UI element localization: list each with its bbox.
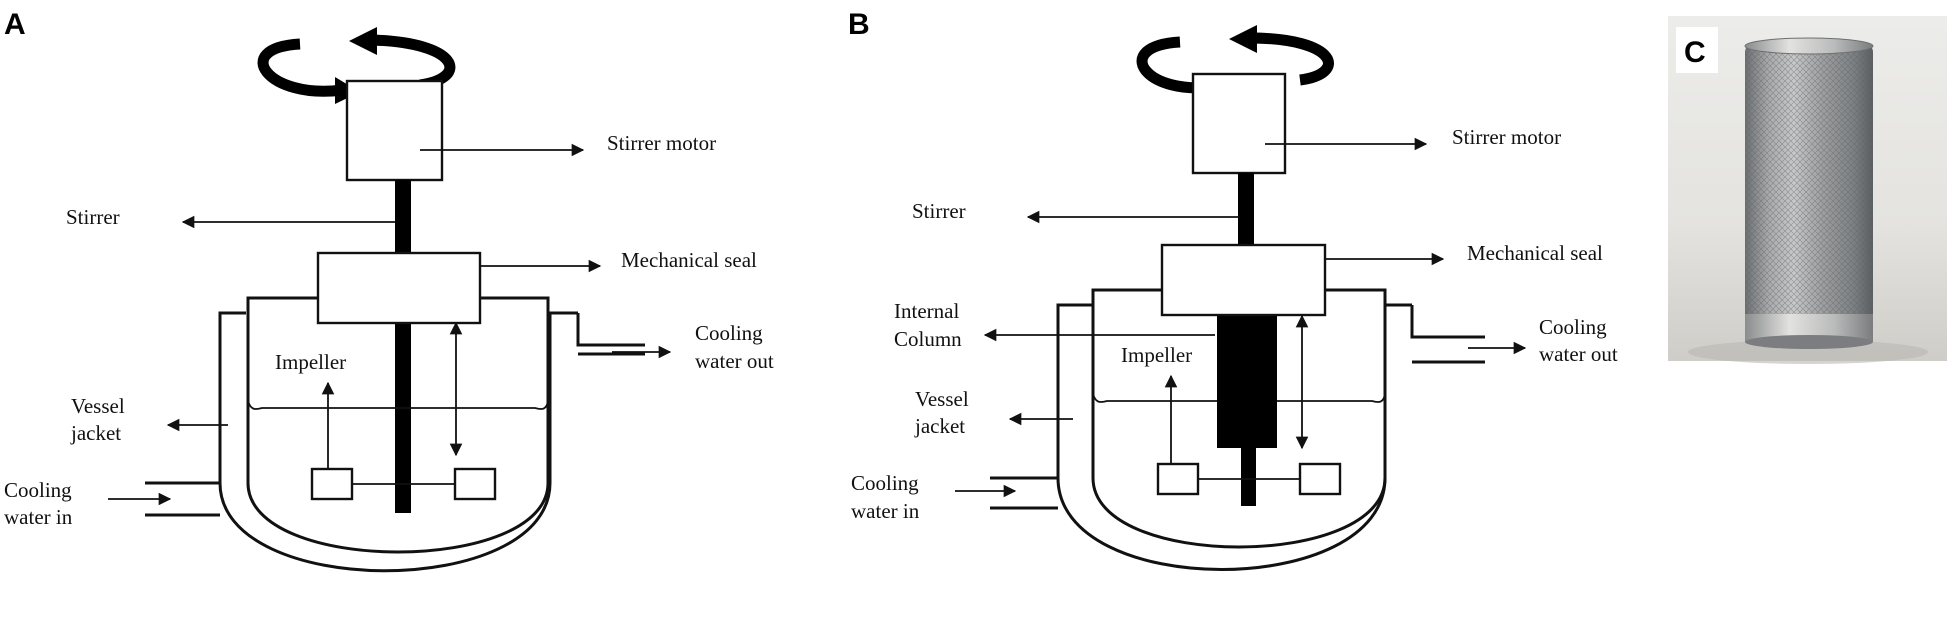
label-stirrer-motor: Stirrer motor (607, 131, 716, 155)
internal-column (1217, 300, 1277, 448)
cooling-out-pipe (1410, 305, 1485, 364)
label-stirrer-motor: Stirrer motor (1452, 125, 1561, 149)
liquid-level (247, 399, 549, 410)
label-internal-column-2: Column (894, 327, 962, 351)
mesh-cylinder-photo (1744, 37, 1874, 349)
panel-letter-b: B (848, 8, 870, 41)
label-vessel-jacket-1: Vessel (71, 394, 125, 418)
label-stirrer: Stirrer (66, 205, 120, 229)
label-cooling-out-2: water out (1539, 342, 1618, 366)
label-internal-column-1: Internal (894, 299, 959, 323)
label-impeller: Impeller (1121, 343, 1192, 367)
mechanical-seal-box (316, 251, 482, 325)
stirrer-motor-box (1191, 72, 1287, 175)
panel-b: B (848, 8, 1618, 571)
photo-shadow (1688, 340, 1928, 364)
label-cooling-in-1: Cooling (4, 478, 72, 502)
impeller-blade-right (453, 467, 497, 501)
label-cooling-out-1: Cooling (695, 321, 763, 345)
label-cooling-in-2: water in (851, 499, 920, 523)
stirrer-shaft (1238, 173, 1254, 246)
stirrer-shaft-lower (1241, 448, 1256, 506)
inner-vessel (1091, 288, 1387, 549)
impeller-blade-right (1298, 462, 1342, 496)
label-mechanical-seal: Mechanical seal (621, 248, 757, 272)
label-vessel-jacket-2: jacket (914, 414, 965, 438)
panel-c: C (1668, 16, 1947, 364)
inner-vessel (246, 296, 550, 554)
panel-c-label-box (1676, 27, 1718, 73)
cooling-in-pipe (990, 476, 1058, 510)
mechanical-seal-box (1160, 243, 1327, 317)
label-stirrer: Stirrer (912, 199, 966, 223)
stirrer-shaft (395, 180, 411, 513)
label-cooling-in-2: water in (4, 505, 73, 529)
stirrer-motor-box (345, 79, 444, 182)
label-cooling-out-1: Cooling (1539, 315, 1607, 339)
label-impeller: Impeller (275, 350, 346, 374)
impeller-blade-left (310, 467, 354, 501)
label-cooling-in-1: Cooling (851, 471, 919, 495)
vessel-jacket-outer (218, 311, 578, 573)
vessel-jacket-outer (1056, 303, 1412, 571)
label-vessel-jacket-1: Vessel (915, 387, 969, 411)
panel-a: A (4, 8, 774, 573)
label-cooling-out-2: water out (695, 349, 774, 373)
label-vessel-jacket-2: jacket (70, 421, 121, 445)
cooling-out-pipe (576, 313, 645, 356)
panel-letter-a: A (4, 8, 26, 41)
panel-letter-c: C (1684, 36, 1706, 69)
label-mechanical-seal: Mechanical seal (1467, 241, 1603, 265)
impeller-blade-left (1156, 462, 1200, 496)
cooling-in-pipe (145, 481, 220, 517)
